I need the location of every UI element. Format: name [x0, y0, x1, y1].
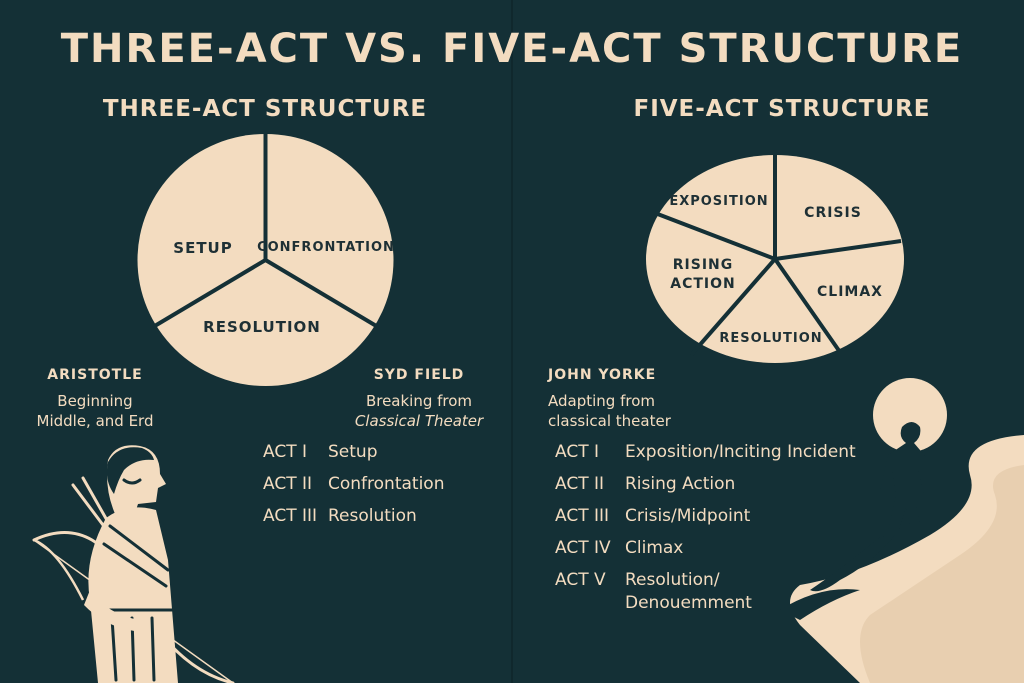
walker-figure	[880, 422, 930, 535]
act-label: Confrontation	[328, 474, 445, 494]
john-yorke-line2: classical theater	[548, 412, 671, 430]
act-number: ACT II	[263, 474, 313, 494]
act-row: ACT II Confrontation	[263, 474, 444, 506]
segment-action: ACTION	[670, 276, 736, 292]
act-label: Denouemment	[625, 593, 752, 613]
act-number: ACT III	[263, 506, 318, 526]
five-act-divider-4	[773, 257, 851, 367]
five-act-divider-5	[689, 257, 777, 357]
syd-field-note: SYD FIELD Breaking from Classical Theate…	[348, 365, 490, 431]
archer-illustration	[32, 445, 235, 683]
aristotle-line2: Middle, and Erd	[36, 412, 154, 430]
three-act-divider-left	[151, 258, 267, 329]
five-act-pie: EXPOSITION CRISIS RISING ACTION CLIMAX R…	[646, 155, 904, 367]
act-number: ACT II	[555, 474, 605, 494]
three-act-divider-right	[264, 258, 380, 329]
act-row: Denouemment	[555, 593, 856, 625]
act-label: Resolution/	[625, 570, 720, 590]
act-label: Resolution	[328, 506, 417, 526]
segment-rising: RISING	[673, 257, 734, 273]
john-yorke-note: JOHN YORKE Adapting from classical theat…	[548, 365, 688, 431]
five-act-divider-2	[654, 211, 776, 261]
segment-resolution: RESOLUTION	[719, 331, 822, 346]
act-row: ACT IV Climax	[555, 538, 856, 570]
act-number	[555, 593, 625, 625]
segment-setup: SETUP	[173, 239, 232, 257]
five-act-divider-3	[774, 239, 902, 261]
syd-field-line2: Classical Theater	[354, 412, 484, 430]
three-act-pie: SETUP CONFRONTATION RESOLUTION	[137, 134, 395, 386]
act-number: ACT III	[555, 506, 610, 526]
act-label: Exposition/Inciting Incident	[625, 442, 856, 462]
segment-crisis: CRISIS	[804, 205, 862, 221]
act-number: ACT IV	[555, 538, 611, 558]
segment-resolution: RESOLUTION	[203, 318, 321, 336]
act-row: ACT III Crisis/Midpoint	[555, 506, 856, 538]
aristotle-name: ARISTOTLE	[47, 367, 143, 383]
three-act-list: ACT I Setup ACT II Confrontation ACT III Re…	[263, 442, 444, 538]
five-act-heading: FIVE-ACT STRUCTURE	[633, 96, 931, 122]
segment-exposition: EXPOSITION	[669, 194, 768, 209]
syd-field-line1: Breaking from	[365, 392, 473, 410]
act-row: ACT I Exposition/Inciting Incident	[555, 442, 856, 474]
act-number: ACT V	[555, 570, 606, 590]
segment-confrontation: CONFRONTATION	[257, 240, 395, 255]
road-illustration	[780, 378, 1024, 683]
act-label: Crisis/Midpoint	[625, 506, 751, 526]
john-yorke-line1: Adapting from	[548, 392, 655, 410]
three-act-heading: THREE-ACT STRUCTURE	[102, 96, 428, 122]
act-row: ACT III Resolution	[263, 506, 444, 538]
five-act-list: ACT I Exposition/Inciting Incident ACT II…	[555, 442, 856, 625]
act-label: Climax	[625, 538, 684, 558]
archer-body	[88, 507, 178, 683]
act-number: ACT I	[555, 442, 600, 462]
john-yorke-name: JOHN YORKE	[548, 367, 657, 383]
center-divider	[511, 0, 513, 683]
aristotle-line1: Beginning	[57, 392, 133, 410]
aristotle-note: ARISTOTLE Beginning Middle, and Erd	[30, 365, 160, 431]
syd-field-name: SYD FIELD	[373, 367, 465, 383]
act-row: ACT II Rising Action	[555, 474, 856, 506]
page-title: THREE-ACT VS. FIVE-ACT STRUCTURE	[60, 26, 964, 72]
segment-climax: CLIMAX	[817, 284, 883, 300]
act-label: Setup	[328, 442, 378, 462]
act-row: ACT I Setup	[263, 442, 444, 474]
act-number: ACT I	[263, 442, 308, 462]
act-label: Rising Action	[625, 474, 736, 494]
act-row: ACT V Resolution/	[555, 570, 856, 593]
moon-icon	[873, 378, 947, 452]
